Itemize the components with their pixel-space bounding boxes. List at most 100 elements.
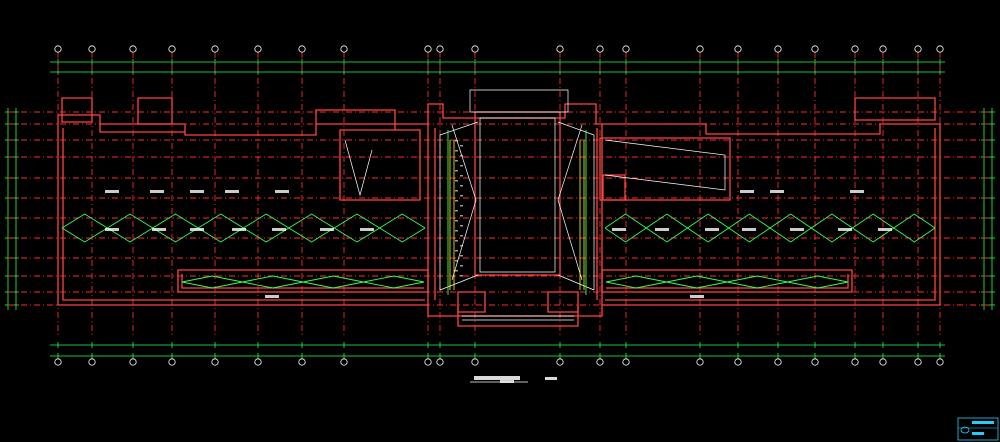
slope-atrium-sides (447, 130, 587, 295)
room-label-mark (152, 228, 166, 231)
room-label-mark (190, 190, 204, 193)
hatch-tick (455, 160, 458, 162)
hatch-tick (460, 165, 463, 167)
hatch-tick (460, 235, 463, 237)
axis-bubble-bottom (129, 358, 137, 366)
axis-bubble-top (254, 45, 262, 53)
room-label-mark (790, 228, 804, 231)
hatch-tick (455, 230, 458, 232)
hatch-tick (455, 190, 458, 192)
room-label-mark (272, 228, 286, 231)
axis-bubble-bottom (696, 358, 704, 366)
axis-bubble-bottom (254, 358, 262, 366)
bottom-stair-left (457, 291, 486, 313)
right-annex-box (599, 137, 731, 201)
axis-bubble-bottom (556, 358, 564, 366)
dimension-chains (5, 59, 995, 359)
room-label-mark (740, 190, 754, 193)
hatch-tick (460, 185, 463, 187)
small-box-right (602, 174, 626, 201)
room-label-mark (225, 190, 239, 193)
axis-bubble-top (734, 45, 742, 53)
room-label-mark (232, 228, 246, 231)
axis-bubble-bottom (774, 358, 782, 366)
axis-bubble-top (696, 45, 704, 53)
title-block (957, 417, 999, 441)
hatch-right-column (579, 140, 585, 290)
room-label-mark (690, 295, 704, 298)
hatch-tick (460, 275, 463, 277)
atrium-wall (427, 124, 603, 305)
hatch-tick (460, 175, 463, 177)
axis-bubble-top (556, 45, 564, 53)
axis-bubble-bottom (851, 358, 859, 366)
annex-left-triangle (344, 139, 373, 197)
title-block-text-mark-2 (972, 432, 984, 435)
scale-text-mark (545, 377, 557, 380)
room-label-mark (655, 228, 669, 231)
axis-bubble-top (424, 45, 432, 53)
room-label-mark (705, 228, 719, 231)
axis-bubble-top (298, 45, 306, 53)
axis-bubbles (54, 45, 944, 366)
axis-bubble-top (811, 45, 819, 53)
hatch-tick (460, 215, 463, 217)
axis-bubble-top (436, 45, 444, 53)
room-label-mark (265, 295, 279, 298)
hatch-tick (455, 270, 458, 272)
axis-bubble-top (879, 45, 887, 53)
top-left-bump-1 (61, 97, 93, 123)
annex-right-slope (604, 139, 726, 191)
hatch-tick (455, 150, 458, 152)
axis-bubble-top (471, 45, 479, 53)
inner-wall-left-outline (62, 128, 425, 301)
atrium-details (344, 89, 726, 321)
top-left-bump-2 (137, 97, 173, 125)
inner-wall-right-outline (605, 128, 936, 301)
atrium-diagonal-left (439, 121, 479, 291)
axis-bubble-bottom (936, 358, 944, 366)
axis-bubble-bottom (298, 358, 306, 366)
title-text-mark (474, 376, 520, 380)
hatch-tick (455, 140, 458, 142)
room-label-mark (878, 228, 892, 231)
left-annex-box (339, 129, 421, 201)
atrium-top-header (469, 89, 569, 113)
hatch-tick (460, 255, 463, 257)
axis-bubble-top (168, 45, 176, 53)
hatch-left-column (449, 140, 455, 290)
lower-entrance-lines (462, 315, 574, 321)
hatch-tick (455, 260, 458, 262)
axis-bubble-bottom (88, 358, 96, 366)
hatch-tick (460, 265, 463, 267)
hatch-tick (455, 250, 458, 252)
building-outline (57, 97, 941, 327)
hatch-tick (460, 205, 463, 207)
hatch-tick (460, 155, 463, 157)
axis-bubble-bottom (168, 358, 176, 366)
axis-bubble-bottom (914, 358, 922, 366)
slope-zigzag-lower-right (605, 275, 849, 289)
room-label-mark (190, 228, 204, 231)
axis-bubble-top (774, 45, 782, 53)
axis-bubble-top (54, 45, 62, 53)
axis-bubble-bottom (54, 358, 62, 366)
room-label-mark (500, 380, 514, 383)
hatch-tick (460, 145, 463, 147)
axis-bubble-bottom (734, 358, 742, 366)
hatch-tick (455, 170, 458, 172)
top-right-bump (854, 97, 936, 121)
axis-bubble-top (211, 45, 219, 53)
axis-bubble-bottom (879, 358, 887, 366)
slope-zigzag-right (604, 213, 936, 243)
axis-bubble-bottom (424, 358, 432, 366)
room-label-mark (850, 190, 864, 193)
hatch-tick (455, 240, 458, 242)
atrium-triangle-right (557, 124, 583, 281)
room-label-mark (742, 228, 756, 231)
axis-bubble-bottom (471, 358, 479, 366)
title-block-frame (957, 417, 999, 441)
step-top-left (99, 123, 396, 133)
